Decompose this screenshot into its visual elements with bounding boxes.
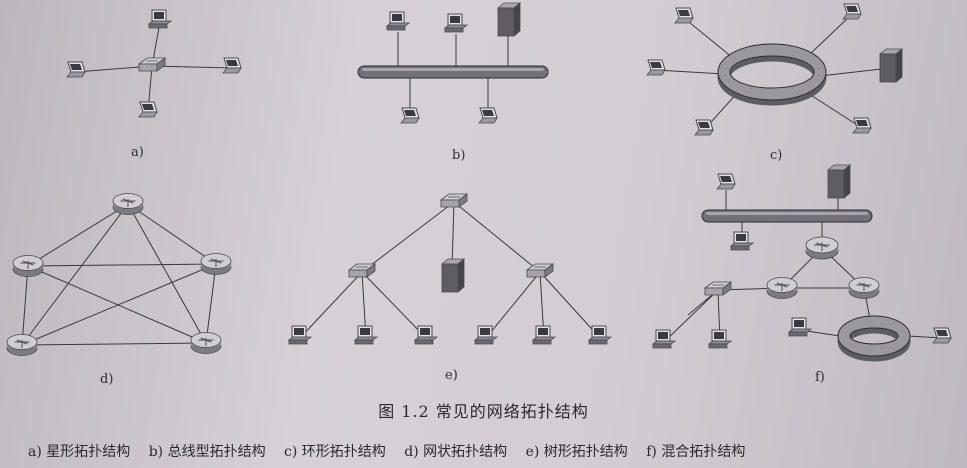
desktop-icon [531, 325, 557, 345]
desktop-icon [287, 325, 313, 345]
link-line [819, 67, 891, 77]
link-line [21, 203, 129, 346]
switch-icon [439, 193, 469, 208]
laptop-icon [932, 327, 952, 344]
link-line [451, 201, 455, 269]
panel-f-label: f) [815, 370, 825, 385]
link-line [907, 335, 943, 339]
link-line [21, 265, 29, 346]
switch-icon [703, 281, 733, 296]
panel-d-label: d) [100, 372, 114, 387]
desktop-icon [473, 325, 499, 345]
laptop-icon [66, 61, 86, 78]
legend-item-hybrid: f) 混合拓扑结构 [646, 444, 746, 460]
figure-legend: a) 星形拓扑结构 b) 总线型拓扑结构 c) 环形拓扑结构 d) 网状拓扑结构… [28, 441, 759, 461]
desktop-icon [729, 231, 755, 251]
figure-caption: 图 1.2 常见的网络拓扑结构 [378, 402, 589, 421]
link-line [27, 203, 129, 267]
link-line [21, 342, 207, 346]
link-line [805, 91, 863, 129]
laptop-icon [478, 107, 498, 124]
router-icon [6, 334, 38, 356]
laptop-icon [222, 57, 242, 74]
link-line [453, 201, 541, 273]
router-icon [848, 277, 880, 299]
desktop-icon [707, 329, 733, 349]
desktop-icon [353, 325, 379, 345]
router-icon [766, 277, 798, 299]
laptop-icon [842, 3, 862, 20]
laptop-icon [138, 101, 158, 118]
bus-cable [357, 65, 549, 79]
ring-cable [837, 315, 911, 362]
switch-icon [525, 263, 555, 278]
server-icon [496, 2, 522, 37]
desktop-icon [443, 13, 469, 33]
link-line [655, 69, 725, 75]
laptop-icon [852, 117, 872, 134]
panel-a-label: a) [131, 145, 144, 160]
desktop-icon [385, 11, 411, 31]
link-line [663, 289, 719, 343]
desktop-icon [413, 325, 439, 345]
switch-icon [137, 57, 167, 72]
legend-item-mesh: d) 网状拓扑结构 [404, 444, 508, 460]
link-line [205, 263, 217, 344]
link-line [485, 271, 541, 339]
legend-item-ring: c) 环形拓扑结构 [284, 444, 386, 460]
link-line [361, 271, 427, 339]
link-line [27, 263, 217, 267]
laptop-icon [400, 107, 420, 124]
link-line [361, 201, 455, 273]
legend-item-star: a) 星形拓扑结构 [28, 444, 131, 460]
bus-cable [701, 209, 873, 223]
link-line [21, 263, 217, 346]
panel-d-mesh-topology [6, 193, 232, 356]
server-icon [878, 48, 904, 83]
link-line [27, 265, 207, 344]
panel-e-label: e) [445, 368, 458, 383]
panel-a-star-topology [66, 9, 242, 118]
laptop-icon [646, 59, 666, 76]
legend-item-tree: e) 树形拓扑结构 [525, 444, 628, 460]
panel-e-tree-topology [287, 193, 613, 345]
panel-c-label: c) [770, 148, 783, 163]
panel-c-ring-topology [646, 3, 904, 136]
switch-icon [347, 263, 377, 278]
desktop-icon [787, 317, 813, 337]
desktop-icon [147, 9, 173, 29]
laptop-icon [694, 119, 714, 136]
laptop-icon [674, 7, 694, 24]
router-icon [805, 236, 839, 260]
router-icon [112, 193, 144, 215]
server-icon [826, 164, 852, 199]
link-line [807, 13, 853, 57]
desktop-icon [651, 329, 677, 349]
desktop-icon [587, 325, 613, 345]
link-line [539, 271, 601, 339]
router-icon [12, 255, 44, 277]
router-icon [200, 253, 232, 275]
laptop-icon [716, 173, 736, 190]
panel-b-label: b) [452, 148, 466, 163]
link-line [299, 271, 363, 339]
panel-b-bus-topology [357, 2, 549, 124]
panel-f-hybrid-topology [651, 164, 952, 362]
router-icon [190, 332, 222, 354]
ring-cable [717, 43, 827, 106]
link-line [151, 65, 233, 69]
server-icon [440, 258, 466, 293]
link-line [683, 17, 734, 59]
link-line [127, 203, 207, 344]
legend-item-bus: b) 总线型拓扑结构 [148, 444, 266, 460]
link-line [127, 203, 217, 265]
